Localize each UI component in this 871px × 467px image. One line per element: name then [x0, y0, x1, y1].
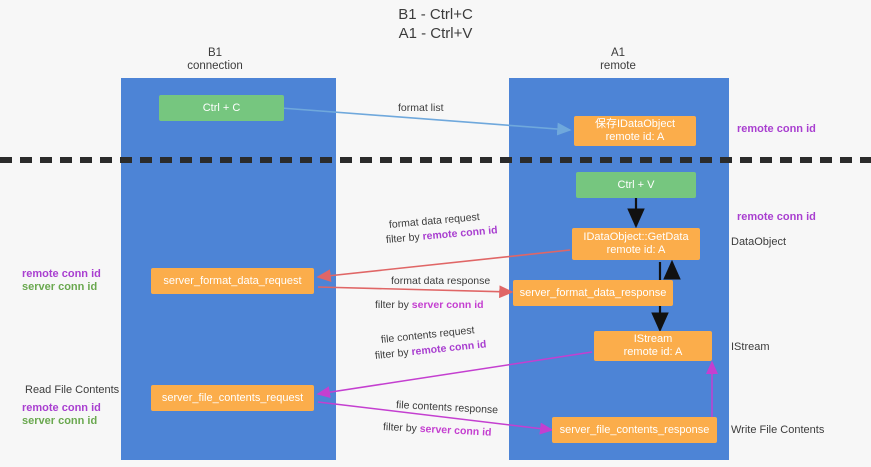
- box-ctrl-c[interactable]: Ctrl + C: [159, 95, 284, 121]
- column-header-a1: A1 remote: [528, 47, 708, 73]
- arrow-label-format-data-response: format data response: [391, 275, 491, 287]
- column-header-b1: B1 connection: [125, 47, 305, 73]
- box-idataobject-getdata[interactable]: IDataObject::GetData remote id: A: [572, 228, 700, 260]
- arrow-label-format-list: format list: [398, 102, 444, 114]
- box-server-file-contents-response[interactable]: server_file_contents_response: [552, 417, 717, 443]
- arrow-label-filter-by-server-conn-id-2: filter by server conn id: [383, 421, 492, 440]
- right-label-write-file-contents: Write File Contents: [731, 424, 825, 436]
- box-server-file-contents-request-label: server_file_contents_request: [161, 391, 304, 404]
- box-server-format-data-response-label: server_format_data_response: [519, 286, 667, 299]
- left-label-server-conn-id-2: server conn id: [22, 415, 98, 427]
- box-save-idataobject-line1: 保存IDataObject: [594, 118, 676, 130]
- box-istream-line1: IStream: [633, 333, 673, 345]
- filter-prefix-4: filter by: [382, 421, 421, 435]
- left-label-read-file-contents: Read File Contents: [25, 384, 120, 396]
- filter-prefix-1: filter by: [385, 230, 424, 246]
- box-save-idataobject[interactable]: 保存IDataObject remote id: A: [574, 116, 696, 146]
- box-server-format-data-request-label: server_format_data_request: [163, 274, 302, 287]
- left-label-remote-conn-id-2: remote conn id: [22, 402, 101, 414]
- box-ctrl-v[interactable]: Ctrl + V: [576, 172, 696, 198]
- left-label-remote-conn-id-1: remote conn id: [22, 268, 101, 280]
- arrow-label-filter-by-server-conn-id-1: filter by server conn id: [375, 299, 484, 312]
- box-istream-line2: remote id: A: [623, 346, 683, 358]
- box-idataobject-getdata-line2: remote id: A: [606, 244, 666, 256]
- box-istream[interactable]: IStream remote id: A: [594, 331, 712, 361]
- box-save-idataobject-line2: remote id: A: [605, 131, 665, 143]
- left-label-server-conn-id-1: server conn id: [22, 281, 98, 293]
- filter-token-server-conn-id-1: server conn id: [411, 299, 484, 311]
- column-b1-sub: connection: [187, 60, 243, 72]
- title-line-2: A1 - Ctrl+V: [398, 25, 473, 42]
- right-label-dataobject: DataObject: [731, 236, 787, 248]
- box-server-file-contents-response-label: server_file_contents_response: [559, 423, 710, 436]
- box-server-format-data-response[interactable]: server_format_data_response: [513, 280, 673, 306]
- right-label-istream: IStream: [731, 341, 770, 353]
- title-line-1: B1 - Ctrl+C: [398, 6, 473, 23]
- diagram-title: B1 - Ctrl+C A1 - Ctrl+V: [0, 5, 871, 43]
- right-label-remote-conn-id-2: remote conn id: [737, 211, 816, 223]
- box-idataobject-getdata-line1: IDataObject::GetData: [583, 231, 689, 243]
- column-a1-name: A1: [610, 47, 626, 59]
- box-ctrl-c-label: Ctrl + C: [202, 101, 241, 114]
- column-b1-name: B1: [207, 47, 223, 59]
- box-server-file-contents-request[interactable]: server_file_contents_request: [151, 385, 314, 411]
- box-server-format-data-request[interactable]: server_format_data_request: [151, 268, 314, 294]
- column-a1-sub: remote: [600, 60, 636, 72]
- filter-prefix-3: filter by: [374, 346, 413, 362]
- filter-token-server-conn-id-2: server conn id: [419, 422, 492, 439]
- box-ctrl-v-label: Ctrl + V: [617, 178, 655, 191]
- arrow-label-file-contents-response: file contents response: [395, 399, 499, 417]
- right-label-remote-conn-id-1: remote conn id: [737, 123, 816, 135]
- filter-prefix-2: filter by: [375, 299, 412, 311]
